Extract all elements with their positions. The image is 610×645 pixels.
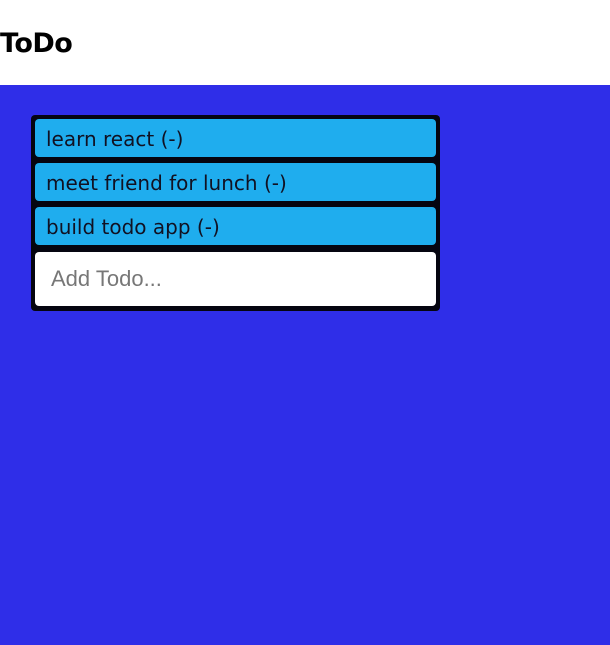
remove-todo-button[interactable]: (-) [263, 171, 287, 195]
todo-item[interactable]: learn react (-) [35, 119, 436, 157]
remove-todo-button[interactable]: (-) [160, 127, 184, 151]
app-header: ToDo [0, 0, 610, 85]
add-todo-input[interactable] [35, 252, 436, 306]
todo-item[interactable]: meet friend for lunch (-) [35, 163, 436, 201]
todo-item-text: meet friend for lunch [46, 171, 264, 195]
app-title: ToDo [0, 28, 73, 59]
todo-item-text: learn react [46, 127, 161, 151]
remove-todo-button[interactable]: (-) [196, 215, 220, 239]
todo-item[interactable]: build todo app (-) [35, 207, 436, 245]
todo-item-text: build todo app [46, 215, 197, 239]
todo-list-panel: learn react (-) meet friend for lunch (-… [31, 115, 440, 311]
